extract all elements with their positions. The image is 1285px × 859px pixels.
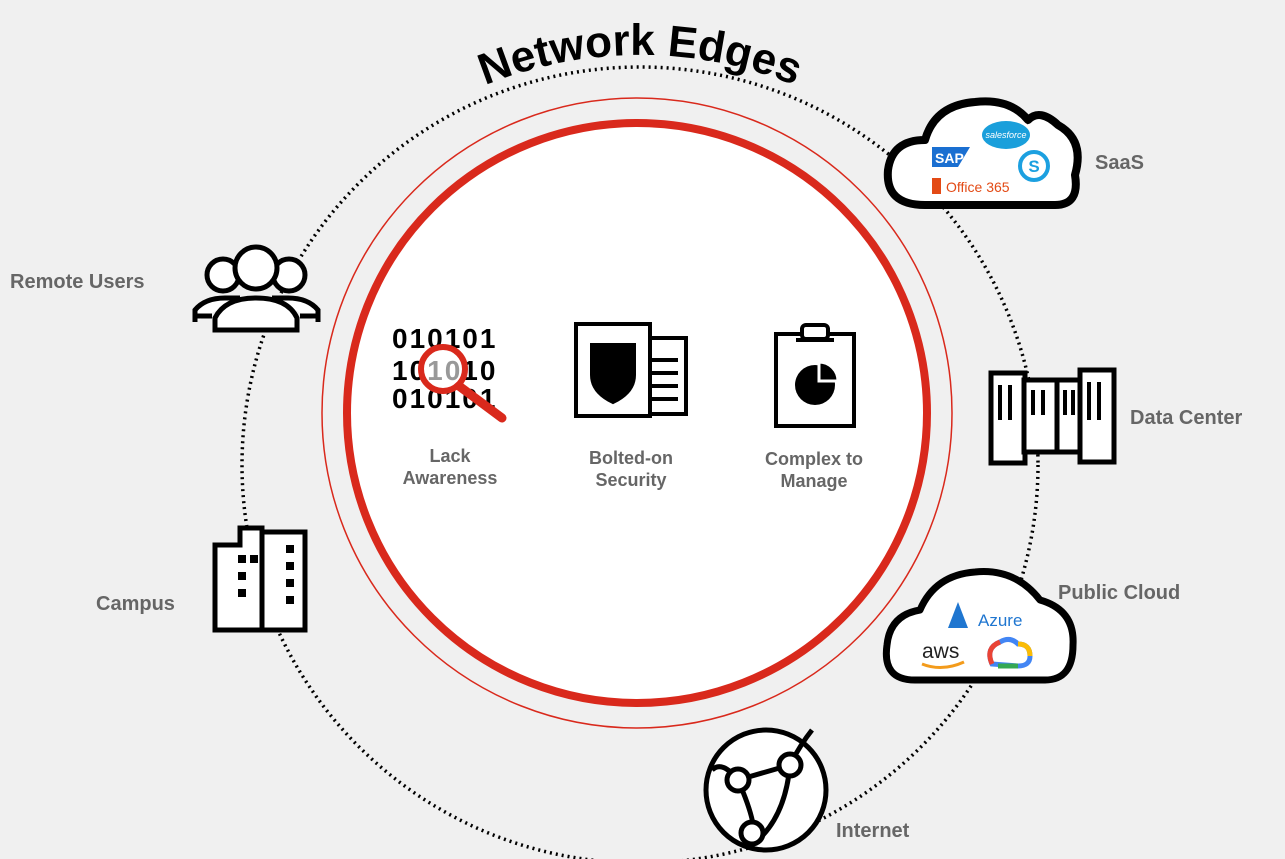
svg-text:SAP: SAP [935, 150, 964, 166]
svg-text:aws: aws [922, 640, 959, 663]
challenge-caption-line1: Complex to [764, 449, 863, 469]
diagram-title: Network Edges [471, 16, 808, 95]
shield-document-icon [574, 322, 688, 418]
challenge-complex-to-manage: Complex to Manage [744, 448, 884, 492]
challenge-caption-line1: Bolted-on [589, 448, 673, 468]
users-icon [192, 244, 321, 333]
edge-label-campus: Campus [96, 593, 175, 615]
svg-text:S: S [1028, 157, 1039, 176]
globe-network-icon [703, 727, 829, 853]
svg-text:Azure: Azure [978, 611, 1022, 630]
saas-cloud-icon: salesforce SAP S Office 365 [883, 97, 1082, 209]
network-edge-ring [240, 65, 1040, 859]
challenge-lack-awareness: Lack Awareness [380, 445, 520, 489]
edge-label-remote-users: Remote Users [10, 271, 145, 293]
svg-text:Office 365: Office 365 [946, 179, 1010, 195]
challenge-caption-line1: Lack [429, 446, 471, 466]
server-rack-icon [988, 367, 1117, 466]
challenge-bolted-on-security: Bolted-on Security [561, 447, 701, 491]
edge-label-public-cloud: Public Cloud [1058, 582, 1181, 604]
challenge-caption-line2: Manage [780, 471, 848, 491]
outer-thin-red-ring [321, 97, 953, 729]
public-cloud-icon: Azure aws [882, 568, 1077, 684]
clipboard-pie-chart-icon [774, 323, 856, 428]
svg-text:salesforce: salesforce [985, 130, 1026, 140]
challenge-caption-line2: Awareness [402, 468, 498, 488]
buildings-icon [212, 525, 308, 633]
edge-label-internet: Internet [836, 820, 910, 842]
challenge-caption-line2: Security [595, 470, 667, 490]
edge-label-data-center: Data Center [1130, 407, 1243, 429]
edge-label-saas: SaaS [1095, 152, 1144, 174]
